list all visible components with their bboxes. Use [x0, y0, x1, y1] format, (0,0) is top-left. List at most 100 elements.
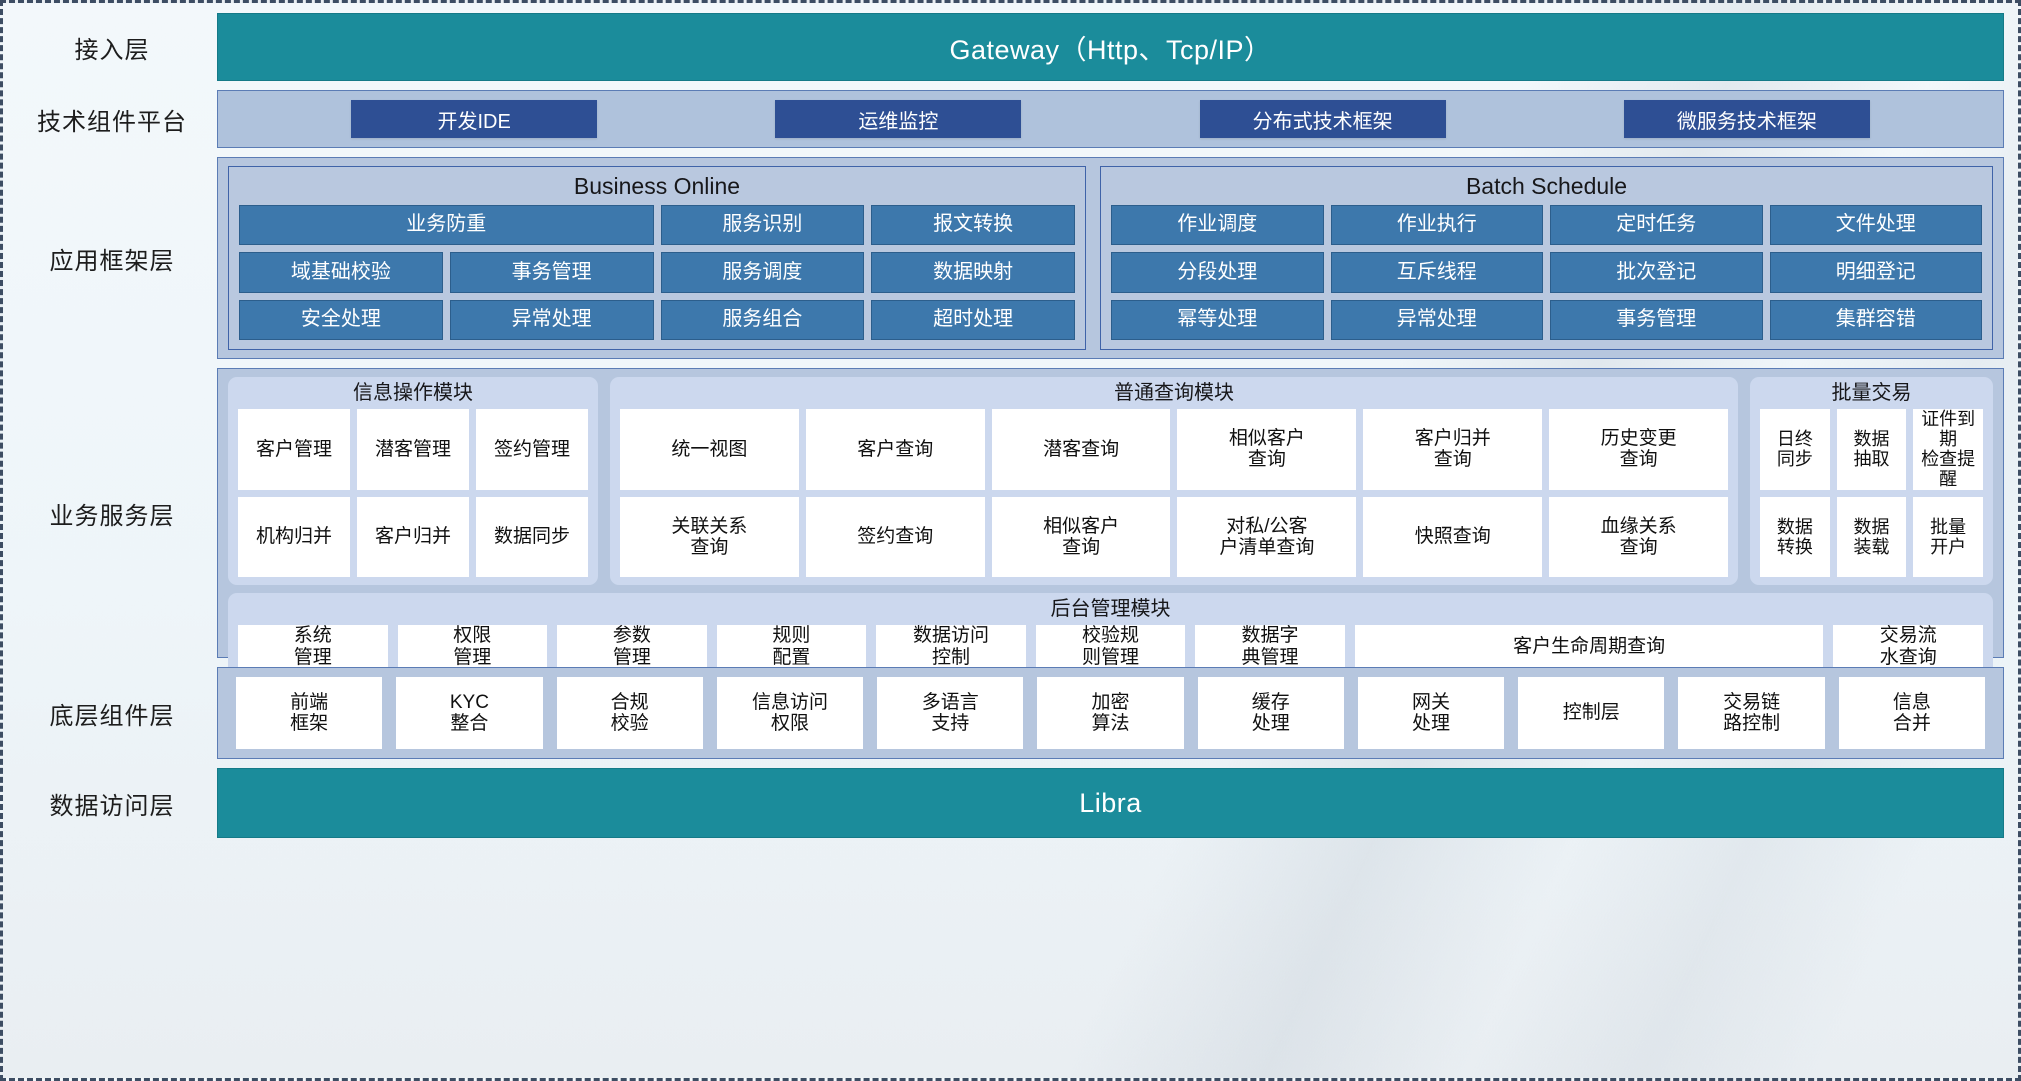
service-cell-客户归并-查询[interactable]: 客户归并查询 [1363, 409, 1543, 490]
admin-cell-校验规-则管理[interactable]: 校验规则管理 [1035, 625, 1186, 668]
framework-cell-定时任务[interactable]: 定时任务 [1550, 204, 1763, 246]
service-cell-证件到期-检查提醒[interactable]: 证件到期检查提醒 [1913, 409, 1983, 490]
module-title: 信息操作模块 [353, 382, 473, 404]
framework-cell-报文转换[interactable]: 报文转换 [871, 204, 1075, 246]
libra-bar: Libra [217, 768, 2004, 838]
admin-cell-规则-配置[interactable]: 规则配置 [716, 625, 867, 668]
service-cell-数据-转换[interactable]: 数据转换 [1760, 496, 1830, 578]
module-cell-grid: 日终同步数据抽取证件到期检查提醒数据转换数据装载批量开户 [1760, 409, 1983, 578]
base-cell-交易链-路控制[interactable]: 交易链路控制 [1678, 677, 1825, 749]
module-批量交易: 批量交易日终同步数据抽取证件到期检查提醒数据转换数据装载批量开户 [1750, 377, 1993, 586]
tech-chip-分布式技术框架[interactable]: 分布式技术框架 [1199, 100, 1446, 138]
service-cell-关联关系-查询[interactable]: 关联关系查询 [620, 496, 799, 578]
framework-cell-超时处理[interactable]: 超时处理 [871, 299, 1075, 340]
admin-cell-系统-管理[interactable]: 系统管理 [238, 625, 388, 668]
framework-cell-服务组合[interactable]: 服务组合 [660, 299, 865, 340]
module-title-backend-admin: 后台管理模块 [1050, 598, 1171, 621]
framework-cell-服务调度[interactable]: 服务调度 [660, 252, 865, 293]
service-cell-相似客户-查询[interactable]: 相似客户查询 [991, 496, 1171, 578]
framework-cell-互斥线程[interactable]: 互斥线程 [1330, 252, 1543, 293]
service-cell-血缘关系-查询[interactable]: 血缘关系查询 [1549, 496, 1728, 578]
layer-label-tech-platform: 技术组件平台 [37, 108, 187, 136]
admin-cell-客户生命周期查询[interactable]: 客户生命周期查询 [1354, 625, 1824, 668]
framework-cell-文件处理[interactable]: 文件处理 [1769, 204, 1982, 246]
tech-platform-band: 开发IDE 运维监控 分布式技术框架 微服务技术框架 [217, 90, 2004, 148]
framework-cell-数据映射[interactable]: 数据映射 [871, 252, 1075, 293]
service-cell-数据同步[interactable]: 数据同步 [476, 496, 588, 578]
framework-cell-作业执行[interactable]: 作业执行 [1330, 204, 1543, 246]
tech-chip-开发IDE[interactable]: 开发IDE [351, 100, 598, 138]
base-cell-合规-校验[interactable]: 合规校验 [556, 677, 703, 749]
framework-cell-服务识别[interactable]: 服务识别 [660, 204, 865, 246]
panel-title: Batch Schedule [1465, 173, 1628, 199]
service-cell-机构归并[interactable]: 机构归并 [238, 496, 350, 578]
base-cell-多语言-支持[interactable]: 多语言支持 [877, 677, 1024, 749]
panel-batch-schedule: Batch Schedule 作业调度作业执行定时任务文件处理分段处理互斥线程批次… [1100, 166, 1993, 350]
service-cell-潜客管理[interactable]: 潜客管理 [357, 409, 469, 490]
framework-cell-业务防重[interactable]: 业务防重 [239, 204, 654, 246]
framework-cell-异常处理[interactable]: 异常处理 [449, 299, 654, 340]
admin-cell-权限-管理[interactable]: 权限管理 [397, 625, 548, 668]
service-cell-日终-同步[interactable]: 日终同步 [1760, 409, 1830, 490]
service-cell-客户归并[interactable]: 客户归并 [357, 496, 469, 578]
framework-cell-域基础校验[interactable]: 域基础校验 [239, 252, 443, 293]
service-cell-相似客户-查询[interactable]: 相似客户查询 [1177, 409, 1357, 490]
base-cell-缓存-处理[interactable]: 缓存处理 [1197, 677, 1344, 749]
layer-label-business-service: 业务服务层 [49, 502, 175, 530]
business-modules-row: 信息操作模块客户管理潜客管理签约管理机构归并客户归并数据同步 普通查询模块统一视图… [228, 377, 1993, 586]
business-service-band: 信息操作模块客户管理潜客管理签约管理机构归并客户归并数据同步 普通查询模块统一视图… [217, 368, 2004, 729]
service-cell-快照查询[interactable]: 快照查询 [1363, 496, 1543, 578]
admin-cell-交易流-水查询[interactable]: 交易流水查询 [1833, 625, 1983, 668]
base-cell-前端-框架[interactable]: 前端框架 [236, 677, 383, 749]
admin-cell-数据访问-控制[interactable]: 数据访问控制 [876, 625, 1026, 668]
layer-grid: 接入层 Gateway（Http、Tcp/IP） 技术组件平台 开发IDE 运维监… [17, 13, 2004, 1070]
module-title: 普通查询模块 [1114, 382, 1234, 404]
service-cell-批量-开户[interactable]: 批量开户 [1913, 496, 1983, 578]
service-cell-对私公客-户清单查询[interactable]: 对私/公客户清单查询 [1177, 496, 1357, 578]
base-cell-加密-算法[interactable]: 加密算法 [1037, 677, 1184, 749]
service-cell-客户查询[interactable]: 客户查询 [805, 409, 985, 490]
tech-chip-微服务技术框架[interactable]: 微服务技术框架 [1623, 100, 1870, 138]
layer-label-app-framework: 应用框架层 [49, 247, 175, 275]
gateway-bar: Gateway（Http、Tcp/IP） [217, 13, 2004, 81]
base-cell-信息-合并[interactable]: 信息合并 [1838, 677, 1985, 749]
layer-label-access: 接入层 [74, 36, 150, 64]
framework-cell-安全处理[interactable]: 安全处理 [239, 299, 443, 340]
layer-label-base-component: 底层组件层 [49, 702, 175, 730]
framework-cell-分段处理[interactable]: 分段处理 [1111, 252, 1324, 293]
framework-cell-批次登记[interactable]: 批次登记 [1550, 252, 1763, 293]
service-cell-客户管理[interactable]: 客户管理 [238, 409, 350, 490]
framework-cell-事务管理[interactable]: 事务管理 [449, 252, 654, 293]
service-cell-签约查询[interactable]: 签约查询 [805, 496, 985, 578]
layer-label-data-access: 数据访问层 [49, 792, 175, 820]
tech-chip-运维监控[interactable]: 运维监控 [775, 100, 1022, 138]
framework-cell-异常处理[interactable]: 异常处理 [1330, 299, 1543, 340]
panel-cell-grid: 业务防重服务识别报文转换域基础校验事务管理服务调度数据映射安全处理异常处理服务组… [239, 204, 1075, 340]
base-cell-信息访问-权限[interactable]: 信息访问权限 [716, 677, 864, 749]
service-cell-历史变更-查询[interactable]: 历史变更查询 [1549, 409, 1728, 490]
base-cell-控制层[interactable]: 控制层 [1518, 677, 1665, 749]
admin-cell-参数-管理[interactable]: 参数管理 [557, 625, 707, 668]
module-cell-grid: 统一视图客户查询潜客查询相似客户查询客户归并查询历史变更查询关联关系查询签约查询… [620, 409, 1728, 578]
service-cell-数据-装载[interactable]: 数据装载 [1836, 496, 1907, 578]
service-cell-统一视图[interactable]: 统一视图 [620, 409, 799, 490]
service-cell-潜客查询[interactable]: 潜客查询 [991, 409, 1171, 490]
base-cell-网关-处理[interactable]: 网关处理 [1357, 677, 1505, 749]
framework-cell-作业调度[interactable]: 作业调度 [1111, 204, 1324, 246]
service-cell-签约管理[interactable]: 签约管理 [476, 409, 588, 490]
panel-cell-grid: 作业调度作业执行定时任务文件处理分段处理互斥线程批次登记明细登记幂等处理异常处理… [1111, 204, 1982, 340]
module-cell-grid: 客户管理潜客管理签约管理机构归并客户归并数据同步 [238, 409, 588, 578]
module-title: 批量交易 [1831, 382, 1912, 404]
framework-cell-明细登记[interactable]: 明细登记 [1769, 252, 1982, 293]
framework-cell-幂等处理[interactable]: 幂等处理 [1111, 299, 1324, 340]
framework-cell-事务管理[interactable]: 事务管理 [1550, 299, 1763, 340]
module-普通查询模块: 普通查询模块统一视图客户查询潜客查询相似客户查询客户归并查询历史变更查询关联关系… [610, 377, 1738, 586]
framework-cell-集群容错[interactable]: 集群容错 [1769, 299, 1982, 340]
service-cell-数据-抽取[interactable]: 数据抽取 [1836, 409, 1907, 490]
admin-cell-数据字-典管理[interactable]: 数据字典管理 [1195, 625, 1345, 668]
